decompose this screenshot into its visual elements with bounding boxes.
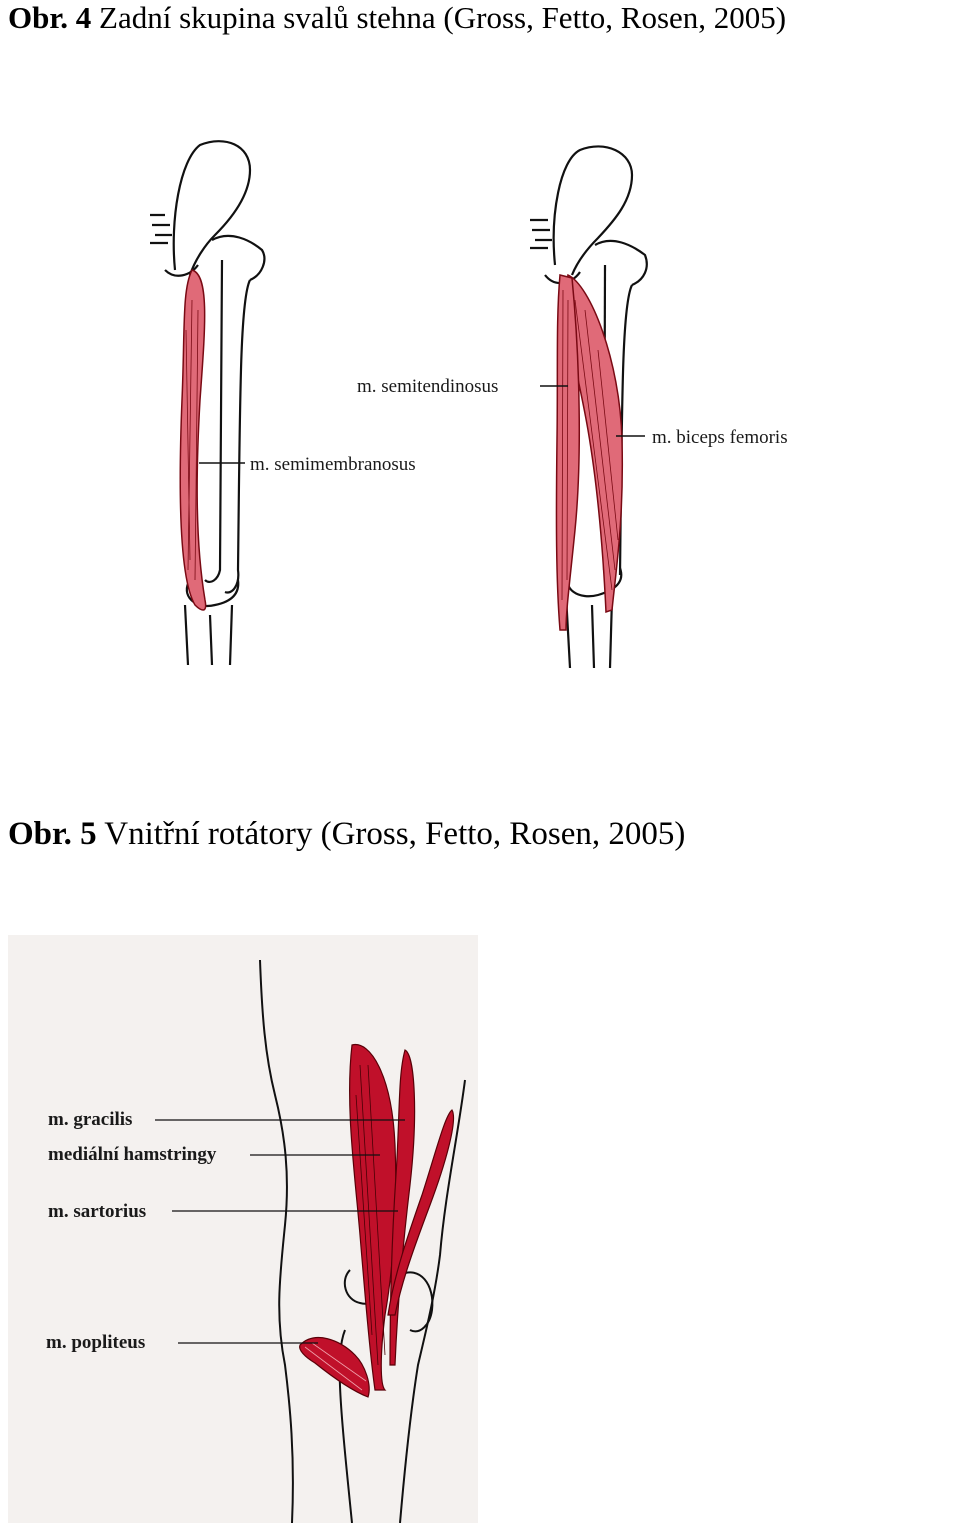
left-leg-bones xyxy=(150,140,266,666)
label-semimembranosus: m. semimembranosus xyxy=(250,454,416,475)
label-biceps-femoris: m. biceps femoris xyxy=(652,427,788,448)
semitendinosus-muscle xyxy=(555,274,581,631)
label-medial-hamstrings: mediální hamstringy xyxy=(48,1144,217,1165)
medial-hamstrings-muscle xyxy=(349,1043,397,1391)
popliteus-muscle xyxy=(299,1336,370,1398)
label-sartorius: m. sartorius xyxy=(48,1201,146,1222)
figure-5-caption: Obr. 5 Vnitřní rotátory (Gross, Fetto, R… xyxy=(8,816,685,852)
figure-4-caption: Obr. 4 Zadní skupina svalů stehna (Gross… xyxy=(8,0,786,36)
figure-5-title: Vnitřní rotátory (Gross, Fetto, Rosen, 2… xyxy=(104,816,686,852)
label-popliteus: m. popliteus xyxy=(46,1332,145,1353)
figure-4-title: Zadní skupina svalů stehna (Gross, Fetto… xyxy=(99,0,787,35)
semimembranosus-muscle xyxy=(179,269,207,611)
label-semitendinosus: m. semitendinosus xyxy=(357,376,498,397)
label-gracilis: m. gracilis xyxy=(48,1109,132,1130)
figure-5-leader-lines xyxy=(155,1119,405,1344)
figure-4-illustration: m. semitendinosus m. biceps femoris m. s… xyxy=(0,100,960,680)
scan-background xyxy=(8,935,478,1523)
figure-5-illustration: m. gracilis mediální hamstringy m. sarto… xyxy=(0,935,960,1523)
figure-4-leader-lines xyxy=(199,385,645,464)
figure-4-number: Obr. 4 xyxy=(8,0,92,35)
figure-5-number: Obr. 5 xyxy=(8,816,97,852)
sartorius-muscle xyxy=(387,1109,455,1316)
